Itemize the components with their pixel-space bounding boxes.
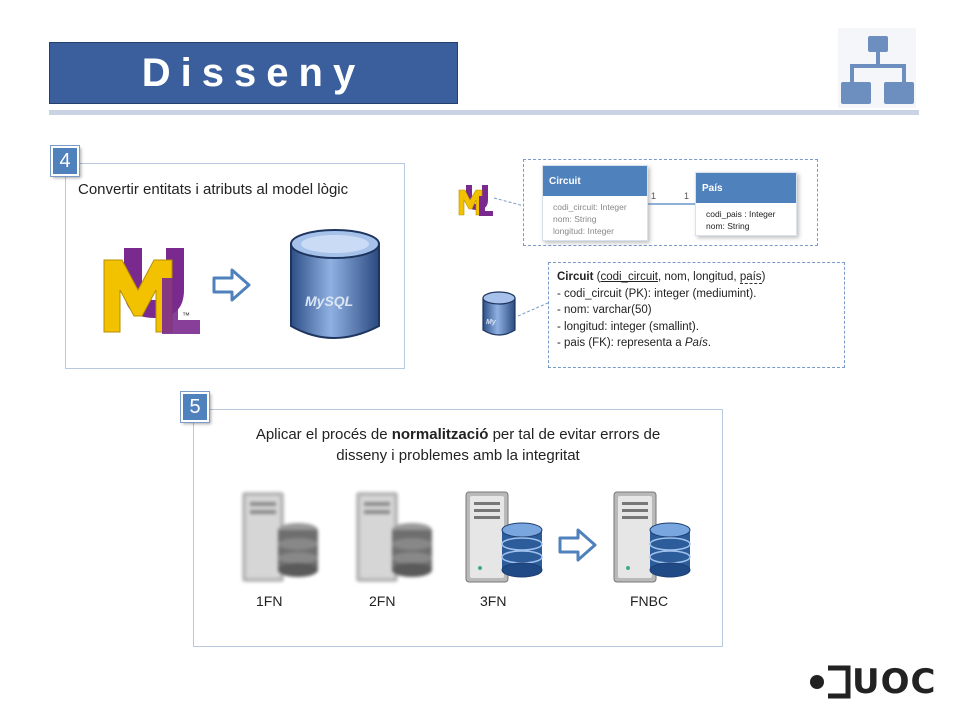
schema-text: - pais (FK): representa a [557, 337, 685, 349]
normal-form-label: 2FN [369, 593, 396, 609]
arrow-right-icon [558, 528, 597, 562]
uml-attr: nom: String [706, 221, 750, 231]
association-line [648, 203, 696, 205]
normal-form-label: 3FN [480, 593, 507, 609]
arrow-right-icon [212, 268, 251, 302]
uml-class-pais: País codi_pais : Integer nom: String [695, 172, 797, 236]
mysql-label: MySQL [305, 293, 353, 309]
step5-text: disseny i problemes amb la integritat [336, 447, 580, 464]
uml-diagram-frame [523, 159, 818, 246]
schema-fk-ref: País [684, 337, 708, 349]
slide-title: Disseny [49, 42, 458, 104]
schema-text: , nom, longitud, [657, 271, 740, 283]
schema-line: - nom: varchar(50) [557, 304, 652, 316]
schema-text: . [707, 337, 712, 349]
uml-attr: nom: String [553, 214, 597, 224]
schema-fk-line: - pais (FK): representa a País. [557, 335, 844, 352]
uml-attr: longitud: Integer [553, 226, 614, 236]
step4-heading: Convertir entitats i atributs al model l… [78, 181, 349, 198]
step4-badge: 4 [51, 146, 79, 176]
mysql-database-icon: MySQL [290, 229, 380, 339]
uoc-logo: UOC [808, 662, 940, 702]
connector-dashed [494, 197, 524, 207]
schema-pk: codi_circuit [600, 271, 658, 283]
server-database-icon [613, 491, 691, 583]
uml-class-circuit: Circuit codi_circuit: Integer nom: Strin… [542, 165, 648, 241]
normal-form-label: 1FN [256, 593, 283, 609]
uml-logo: ™ [103, 248, 200, 334]
step5-badge: 5 [181, 392, 209, 422]
server-database-icon [465, 491, 543, 583]
step5-text: Aplicar el procés de [255, 426, 392, 443]
server-database-icon-blurred [356, 492, 432, 582]
svg-text:My: My [486, 319, 497, 326]
uml-tm: ™ [182, 311, 190, 320]
uml-small-icon [458, 185, 493, 216]
multiplicity-left: 1 [651, 191, 657, 201]
step5-description: Aplicar el procés de normalització per t… [200, 424, 716, 466]
mysql-small-icon: My [482, 291, 516, 336]
schema-box: Circuit (codi_circuit, nom, longitud, pa… [548, 262, 845, 368]
title-underline [49, 110, 919, 115]
schema-header: Circuit (codi_circuit, nom, longitud, pa… [557, 269, 844, 286]
hierarchy-icon [838, 28, 916, 108]
server-database-icon-blurred [242, 492, 318, 582]
schema-fk: país [739, 271, 762, 284]
step5-bold: normalització [391, 426, 489, 443]
normal-form-label: FNBC [630, 593, 669, 609]
uoc-logo-text: UOC [852, 662, 937, 702]
step5-text: per tal de evitar errors de [488, 426, 661, 443]
uml-attr: codi_pais : Integer [706, 209, 776, 219]
schema-table-name: Circuit [557, 271, 594, 283]
connector-dashed [518, 301, 550, 317]
multiplicity-right: 1 [684, 191, 690, 201]
uml-class-pais-name: País [696, 173, 796, 203]
uoc-logo-mark [810, 665, 851, 699]
uml-attr: codi_circuit: Integer [553, 202, 627, 212]
schema-text: ( [593, 271, 601, 283]
uml-class-circuit-name: Circuit [543, 166, 647, 196]
schema-text: ) [761, 271, 766, 283]
schema-line: - longitud: integer (smallint). [557, 320, 699, 333]
schema-line: - codi_circuit (PK): integer (mediumint)… [557, 287, 757, 300]
